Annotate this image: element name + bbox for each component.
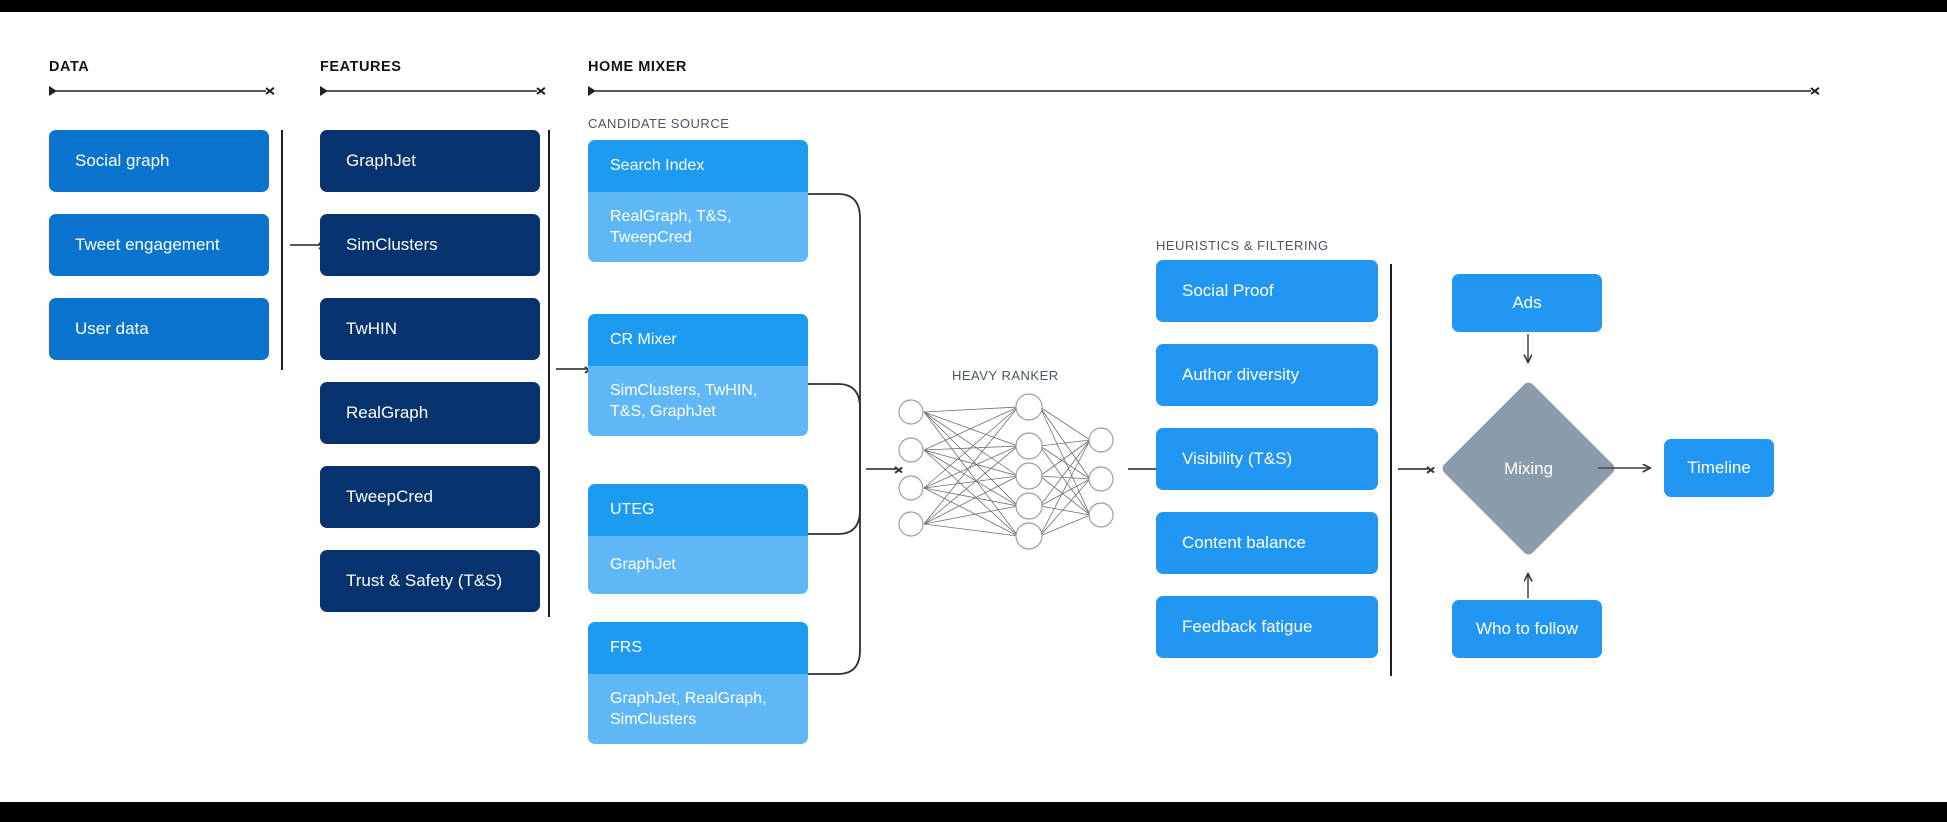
arrow-start-triangle-icon <box>49 86 57 96</box>
data-box-label: Tweet engagement <box>75 235 220 255</box>
candidate-source-features: GraphJet <box>588 536 808 594</box>
heuristic-box-content-balance[interactable]: Content balance <box>1156 512 1378 574</box>
candidate-source-title: CR Mixer <box>588 314 808 366</box>
candidate-source-card-search-index[interactable]: Search Index RealGraph, T&S, TweepCred <box>588 140 808 262</box>
heuristic-box-label: Feedback fatigue <box>1182 617 1313 637</box>
output-stage-connectors <box>0 334 1947 598</box>
feature-box-trust-safety[interactable]: Trust & Safety (T&S) <box>320 550 540 612</box>
subhead-candidate-source: CANDIDATE SOURCE <box>588 116 730 131</box>
arrow-shaft <box>595 90 1811 92</box>
heuristic-box-label: Content balance <box>1182 533 1306 553</box>
candidate-source-card-cr-mixer[interactable]: CR Mixer SimClusters, TwHIN, T&S, GraphJ… <box>588 314 808 436</box>
output-box-who-to-follow[interactable]: Who to follow <box>1452 600 1602 658</box>
arrow-end-chevron-icon <box>537 86 546 96</box>
arrow-head-icon <box>895 464 904 475</box>
arrow-shaft <box>290 244 320 246</box>
subhead-heuristics-filtering: HEURISTICS & FILTERING <box>1156 238 1329 253</box>
arrow-shaft <box>556 368 586 370</box>
candidate-source-title: FRS <box>588 622 808 674</box>
feature-box-realgraph[interactable]: RealGraph <box>320 382 540 444</box>
feature-box-label: TwHIN <box>346 319 397 339</box>
data-box-label: User data <box>75 319 149 339</box>
arrow-shaft <box>1128 468 1158 470</box>
section-arrow-features <box>320 85 546 97</box>
candidate-source-card-frs[interactable]: FRS GraphJet, RealGraph, SimClusters <box>588 622 808 744</box>
candidate-source-features: GraphJet, RealGraph, SimClusters <box>588 674 808 744</box>
candidate-source-card-uteg[interactable]: UTEG GraphJet <box>588 484 808 594</box>
section-arrow-home-mixer <box>588 85 1820 97</box>
subhead-heavy-ranker: HEAVY RANKER <box>952 368 1059 383</box>
feature-box-graphjet[interactable]: GraphJet <box>320 130 540 192</box>
section-title-features: FEATURES <box>320 59 402 75</box>
candidate-merge-connectors <box>808 193 861 675</box>
feature-box-label: Trust & Safety (T&S) <box>346 571 503 591</box>
output-box-timeline[interactable]: Timeline <box>1664 439 1774 497</box>
arrow-shaft <box>56 90 266 92</box>
data-box-user-data[interactable]: User data <box>49 298 269 360</box>
heuristic-box-label: Visibility (T&S) <box>1182 449 1293 469</box>
diagram-canvas: DATA FEATURES HOME MIXER Social graph Tw… <box>0 12 1947 802</box>
section-title-data: DATA <box>49 59 90 75</box>
arrow-shaft <box>1398 468 1428 470</box>
candidate-source-features: RealGraph, T&S, TweepCred <box>588 192 808 262</box>
divider-features-mixer <box>548 130 550 617</box>
arrow-head-icon <box>1427 464 1436 475</box>
feature-box-label: SimClusters <box>346 235 438 255</box>
mixing-label: Mixing <box>1503 458 1554 478</box>
heuristic-box-visibility[interactable]: Visibility (T&S) <box>1156 428 1378 490</box>
data-box-label: Social graph <box>75 151 170 171</box>
feature-box-label: RealGraph <box>346 403 429 423</box>
heuristic-box-author-diversity[interactable]: Author diversity <box>1156 344 1378 406</box>
feature-box-simclusters[interactable]: SimClusters <box>320 214 540 276</box>
feature-box-label: TweepCred <box>346 487 433 507</box>
feature-box-twhin[interactable]: TwHIN <box>320 298 540 360</box>
candidate-source-features: SimClusters, TwHIN, T&S, GraphJet <box>588 366 808 436</box>
data-box-social-graph[interactable]: Social graph <box>49 130 269 192</box>
candidate-source-title: Search Index <box>588 140 808 192</box>
arrow-start-triangle-icon <box>588 86 596 96</box>
feature-box-label: GraphJet <box>346 151 416 171</box>
section-arrow-data <box>49 85 275 97</box>
heuristic-box-label: Author diversity <box>1182 365 1300 385</box>
heuristic-box-social-proof[interactable]: Social Proof <box>1156 260 1378 322</box>
output-box-label: Who to follow <box>1475 619 1579 639</box>
mixing-diamond[interactable]: Mixing <box>1440 380 1617 557</box>
output-box-ads[interactable]: Ads <box>1452 274 1602 332</box>
arrow-shaft <box>327 90 537 92</box>
arrow-end-chevron-icon <box>266 86 275 96</box>
candidate-source-title: UTEG <box>588 484 808 536</box>
divider-heuristics-output <box>1390 264 1392 676</box>
connector-arrow-ranker-to-heuristics <box>1128 464 1166 475</box>
data-box-tweet-engagement[interactable]: Tweet engagement <box>49 214 269 276</box>
connector-arrow-features-to-candidates <box>556 364 594 375</box>
connector-arrow-candidates-to-ranker <box>866 464 904 475</box>
divider-data-features <box>281 130 283 370</box>
output-box-label: Ads <box>1512 293 1542 313</box>
output-box-label: Timeline <box>1687 458 1751 478</box>
connector-arrow-heuristics-to-mixing <box>1398 464 1436 475</box>
heuristic-box-feedback-fatigue[interactable]: Feedback fatigue <box>1156 596 1378 658</box>
section-title-home-mixer: HOME MIXER <box>588 59 687 75</box>
feature-box-tweepcred[interactable]: TweepCred <box>320 466 540 528</box>
arrow-shaft <box>866 468 896 470</box>
arrow-start-triangle-icon <box>320 86 328 96</box>
connector-arrow-data-to-features <box>290 240 328 251</box>
arrow-end-chevron-icon <box>1811 86 1820 96</box>
heavy-ranker-neural-network <box>898 393 1114 550</box>
heuristic-box-label: Social Proof <box>1182 281 1274 301</box>
